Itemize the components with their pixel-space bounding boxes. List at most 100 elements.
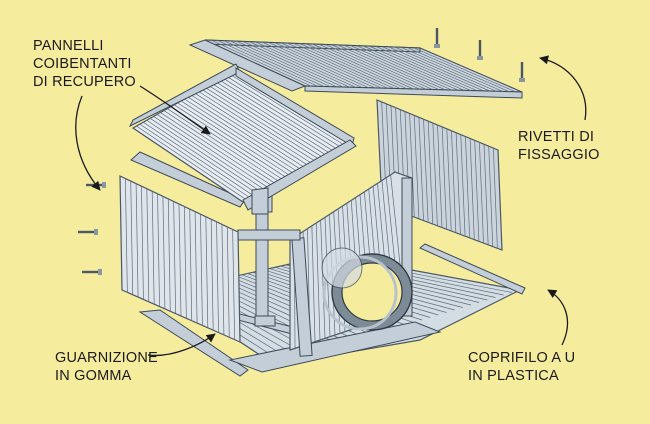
corrugation-rib [218,79,333,151]
corrugation-rib [226,226,230,338]
corrugation-rib [149,118,262,192]
label-line: DI RECUPERO [33,74,136,90]
corrugation-rib [187,96,301,170]
corrugation-rib [369,45,472,91]
corrugation-rib [157,193,160,307]
corrugation-rib [315,222,321,341]
corrugation-rib [362,45,465,91]
corrugation-rib [479,142,484,244]
corrugation-rib [318,43,421,90]
corrugation-rib [343,44,446,91]
corrugation-rib [180,100,294,174]
corrugation-rib [217,40,318,87]
corrugation-rib [306,43,408,90]
corrugation-rib [394,46,497,92]
corrugation-rib [423,119,429,223]
corrugation-rib [215,81,329,153]
corrugation-rib [146,119,258,195]
label-line: PANNELLI [33,38,104,54]
corrugation-rib [222,77,336,149]
corrugation-rib [293,42,395,89]
corrugation-rib [160,112,272,186]
corrugation-rib [388,46,491,92]
door-ring [321,247,413,331]
corrugation-rib [184,98,297,172]
label-fixing-rivets: RIVETTI DI FISSAGGIO [518,128,600,164]
label-line: IN GOMMA [55,368,132,384]
corrugation-rib [177,102,290,176]
corrugation-rib [249,41,350,88]
corrugation-rib [320,220,326,339]
corrugation-rib [331,44,433,90]
corrugation-rib [242,41,344,88]
corrugation-rib [153,116,265,190]
leader-lines [75,55,587,357]
corrugation-rib [268,42,369,89]
corrugation-rib [280,42,382,89]
corrugation-rib [167,198,171,312]
corrugation-rib [174,104,286,178]
corrugation-rib [350,45,452,91]
leader-trim [547,289,569,346]
corrugation-rib [178,203,182,317]
corrugation-rib [400,46,503,92]
label-plastic-u-trim: COPRIFILO A U IN PLASTICA [468,349,575,385]
label-line: COPRIFILO A U [468,350,576,366]
corrugation-rib [232,229,235,340]
corrugation-rib [465,136,471,238]
corrugation-rib [311,225,316,342]
corrugation-rib [141,186,144,300]
corrugation-rib [483,144,489,245]
corrugation-rib [210,219,214,331]
corrugation-rib [211,39,312,87]
corrugation-rib [299,43,401,89]
corrugation-rib [407,47,510,92]
corrugation-rib [208,85,322,157]
corrugation-rib [287,42,389,89]
corrugation-rib [221,224,225,335]
corrugation-rib [200,214,203,326]
corrugation-rib [413,47,516,93]
corrugation-rib [204,87,319,159]
corrugation-rib [488,146,494,247]
corrugation-rib [211,83,326,155]
top-roof-panel [188,39,523,99]
label-line: GUARNIZIONE [55,350,158,366]
corrugation-rib [230,40,331,88]
corrugation-rib [409,113,415,218]
corrugation-rib [228,73,344,145]
corrugation-rib [236,40,338,88]
corrugation-rib [460,134,466,237]
corrugation-rib [151,191,155,305]
corrugation-rib [146,188,150,302]
corrugation-rib [184,206,187,319]
corrugation-rib [427,121,434,225]
corrugation-rib [130,181,134,295]
corrugation-rib [274,42,376,89]
corrugation-rib [437,124,443,228]
corrugation-rib [201,89,315,161]
leader-gasket [147,333,216,357]
label-line: IN PLASTICA [468,368,559,384]
label-rubber-gasket: GUARNIZIONE IN GOMMA [55,349,158,385]
gable-roof-panel [128,63,357,215]
corrugation-rib [167,108,279,182]
corrugation-rib [136,125,247,201]
corrugation-rib [261,41,363,88]
corrugation-rib [173,201,176,314]
corrugation-rib [216,221,219,333]
rivets-right [434,28,525,82]
label-recycled-insulated-panels: PANNELLI COIBENTANTI DI RECUPERO [33,37,136,91]
corrugation-rib [455,132,461,235]
corrugation-rib [255,41,357,88]
label-line: COIBENTANTI [33,56,132,72]
leader-panels-side [75,95,101,191]
corrugation-rib [156,114,269,188]
corrugation-rib [125,178,128,293]
corrugation-rib [191,94,304,168]
corrugation-rib [375,46,478,92]
label-line: RIVETTI DI [518,129,595,145]
label-line: FISSAGGIO [518,147,600,163]
